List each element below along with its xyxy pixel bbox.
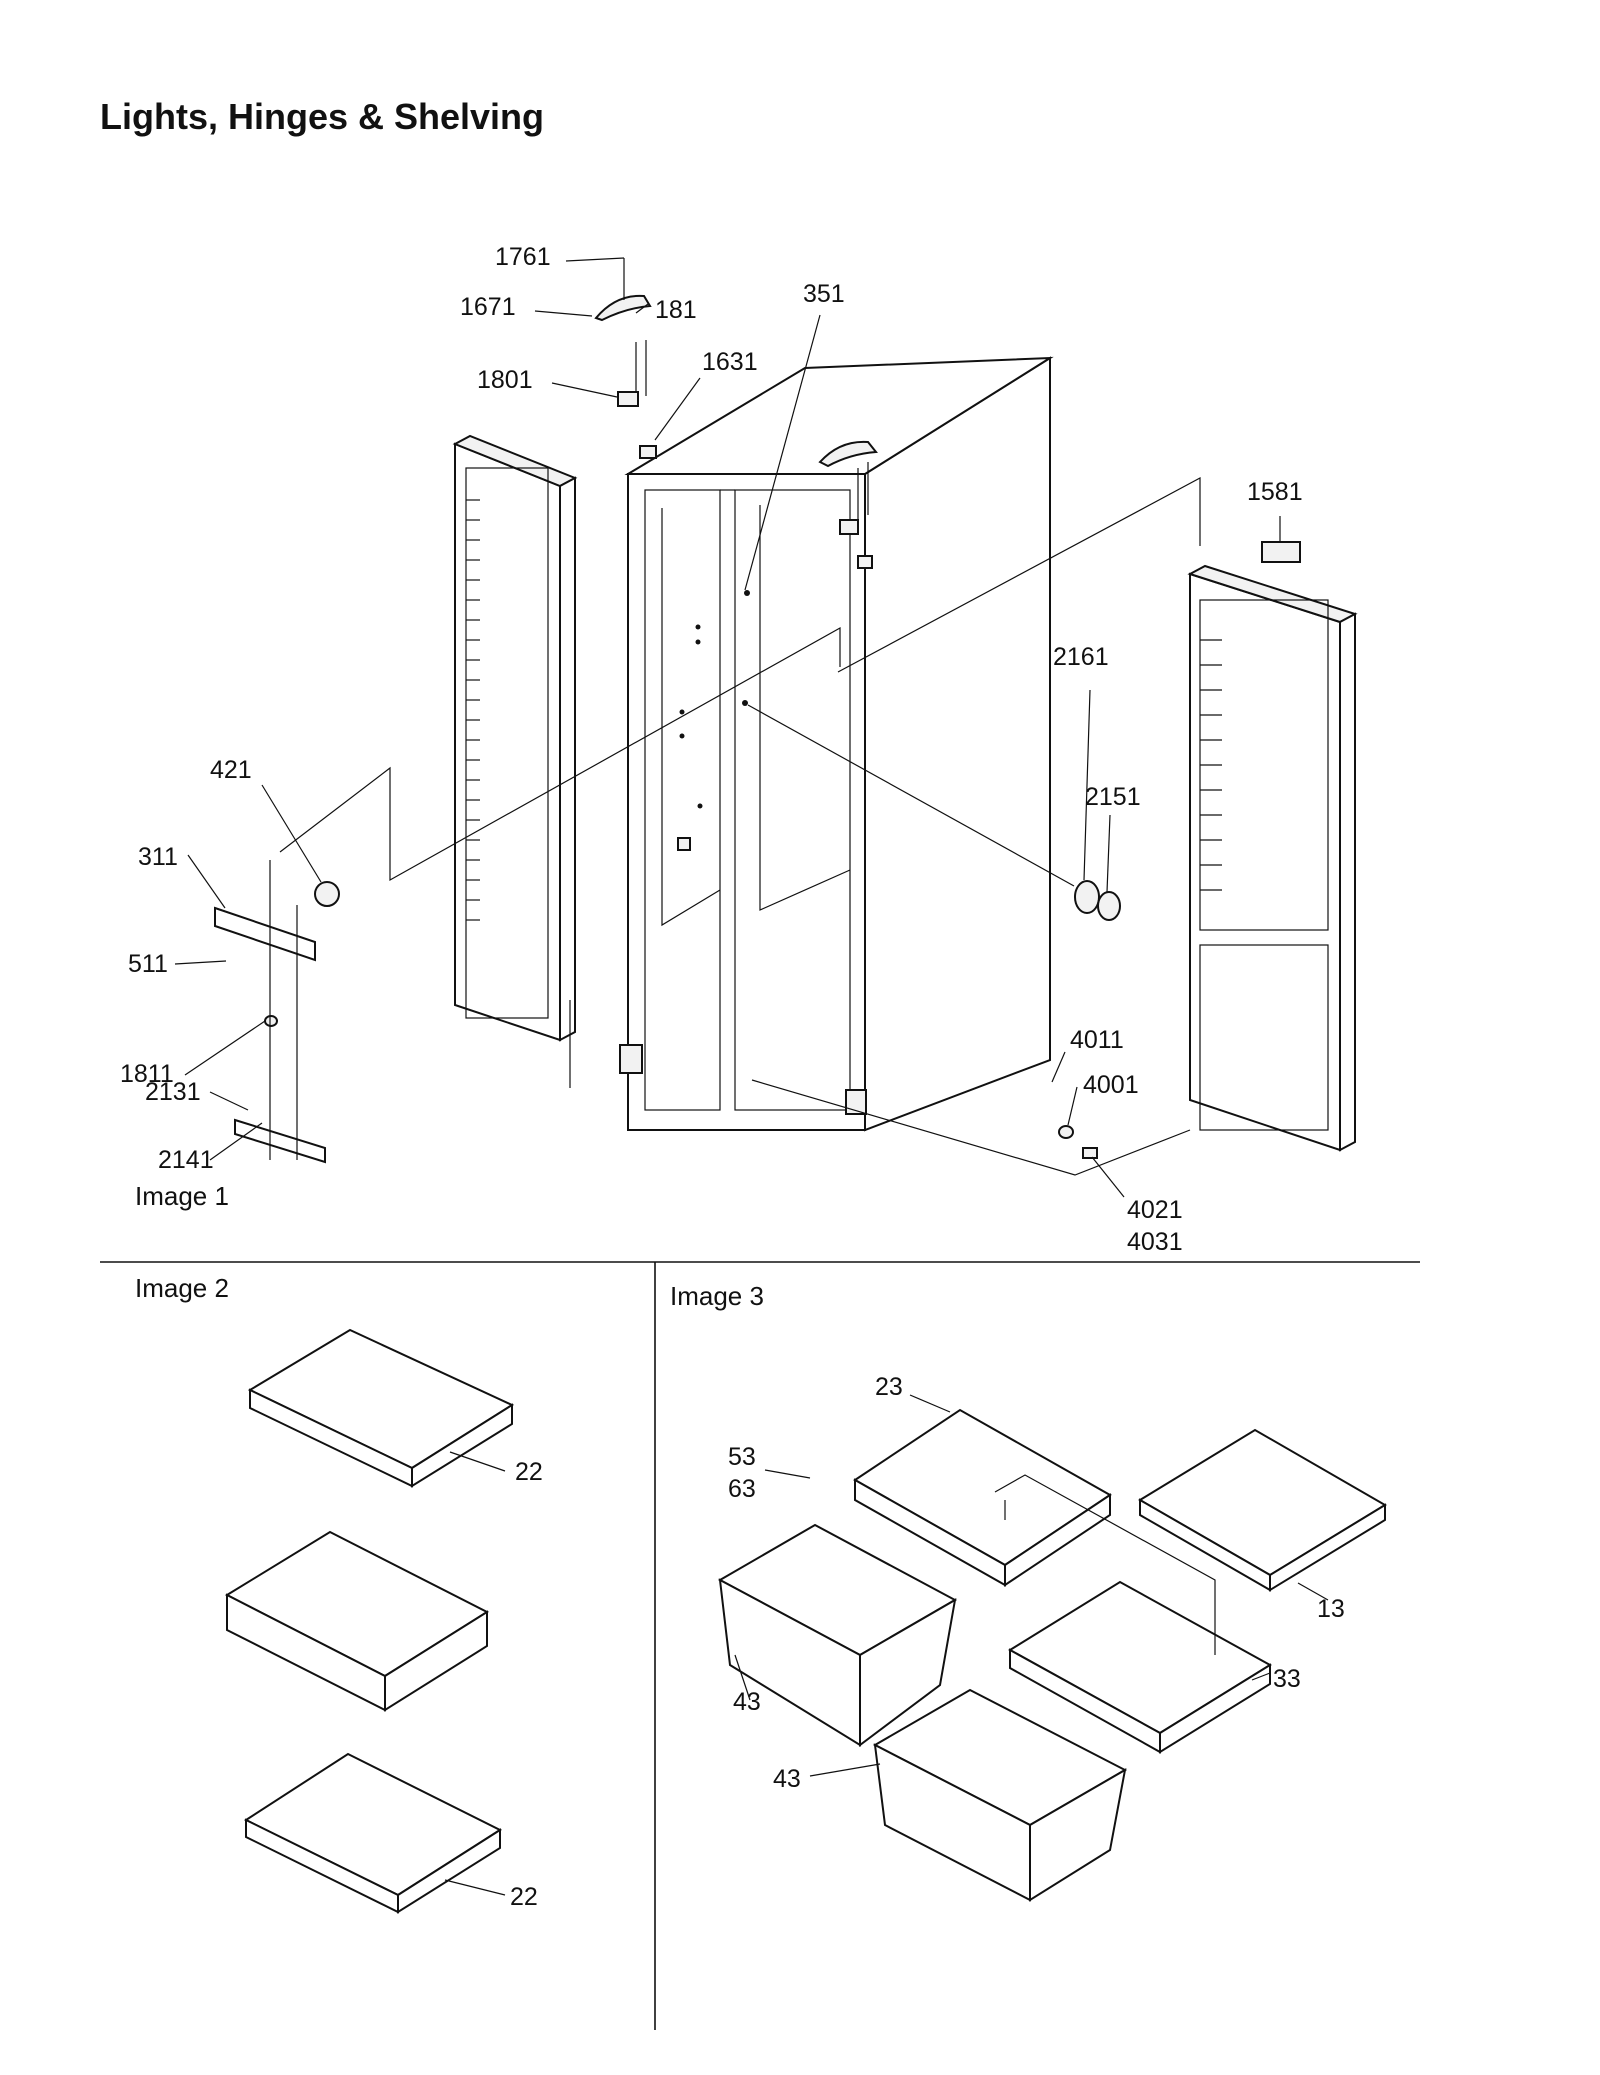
- callout-1671: 1671: [460, 293, 516, 321]
- image-1-caption: Image 1: [135, 1181, 229, 1211]
- part-4001: [1058, 1125, 1074, 1139]
- callout-421: 421: [210, 756, 252, 784]
- shelf-13: [1138, 1428, 1387, 1592]
- callout-1581: 1581: [1247, 478, 1303, 506]
- callout-2161: 2161: [1053, 643, 1109, 671]
- callout-311: 311: [138, 843, 178, 871]
- leader-lines: [174, 257, 1329, 1896]
- callout-63: 63: [728, 1475, 756, 1503]
- crisper-drawer-lower-43: [872, 1688, 1128, 1902]
- callout-1761: 1761: [495, 243, 551, 271]
- image-3-caption: Image 3: [670, 1281, 764, 1311]
- callout-22-top: 22: [515, 1458, 543, 1486]
- callout-4001: 4001: [1083, 1071, 1139, 1099]
- callout-4021: 4021: [1127, 1196, 1183, 1224]
- image-2-caption: Image 2: [135, 1273, 229, 1303]
- top-hinge-assembly: [594, 258, 657, 459]
- callout-43-lower: 43: [773, 1765, 801, 1793]
- fresh-food-door: [1187, 564, 1358, 1152]
- callout-2151: 2151: [1085, 783, 1141, 811]
- callout-4011: 4011: [1070, 1026, 1124, 1054]
- callout-33: 33: [1273, 1665, 1301, 1693]
- light-bulb-421: [314, 881, 340, 907]
- shelf-3: [243, 1752, 503, 1914]
- assembly-lines-image3: [994, 1474, 1216, 1655]
- callout-13: 13: [1317, 1595, 1345, 1623]
- refrigerator-cabinet: [619, 356, 1054, 1132]
- bracket-2131: [234, 1118, 326, 1164]
- bracket-311: [214, 906, 316, 962]
- callout-351: 351: [803, 280, 845, 308]
- callout-2131: 2131: [145, 1078, 201, 1106]
- callout-4031: 4031: [1127, 1228, 1183, 1256]
- part-4021: [1082, 1147, 1098, 1159]
- callout-43-upper: 43: [733, 1688, 761, 1716]
- callout-53: 53: [728, 1443, 756, 1471]
- callout-181: 181: [655, 296, 697, 324]
- label-plate-1581: [1261, 541, 1301, 563]
- callout-1801: 1801: [477, 366, 533, 394]
- crisper-cover-23: [853, 1408, 1112, 1587]
- assembly-lines: [269, 476, 1201, 1176]
- light-socket-2161: [1074, 880, 1100, 914]
- freezer-door: [452, 434, 578, 1042]
- callout-1811: 1811: [120, 1060, 174, 1088]
- callout-511: 511: [128, 950, 168, 978]
- page-title: Lights, Hinges & Shelving: [100, 96, 545, 137]
- shelf-2: [224, 1530, 490, 1712]
- crisper-cover-33: [1008, 1580, 1272, 1754]
- callout-23: 23: [875, 1373, 903, 1401]
- callout-22-bottom: 22: [510, 1883, 538, 1911]
- callout-1631: 1631: [702, 348, 758, 376]
- shelf-1: [247, 1328, 515, 1488]
- callout-2141: 2141: [158, 1146, 214, 1174]
- light-cover-2151: [1097, 891, 1121, 921]
- part-1811: [264, 1015, 278, 1027]
- crisper-drawer-upper-43: [717, 1523, 958, 1747]
